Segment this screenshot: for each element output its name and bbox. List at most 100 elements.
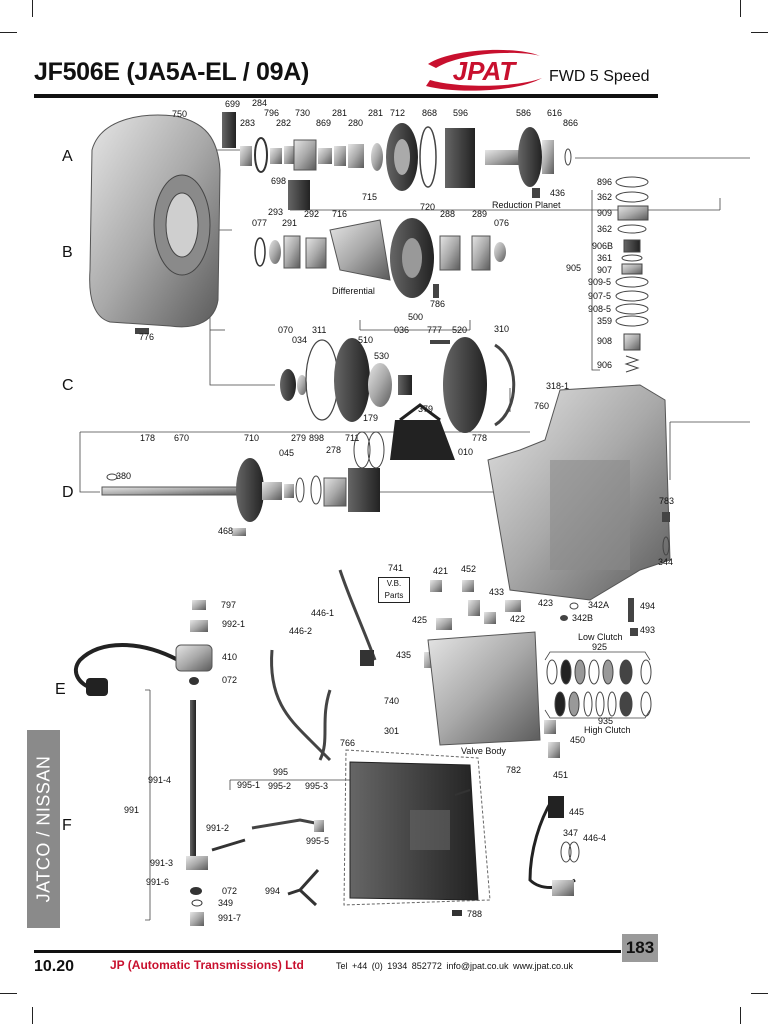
valve-body	[427, 631, 541, 746]
page-number: 183	[622, 934, 658, 962]
row-letter-a: A	[62, 148, 73, 165]
part-number: 909-5	[588, 277, 612, 287]
part-number: 284	[252, 98, 268, 108]
part-number: 908	[597, 336, 613, 346]
part-number: 786	[430, 299, 446, 309]
part-number: 293	[268, 207, 284, 217]
part-number: 766	[340, 738, 356, 748]
part-number: 730	[295, 108, 311, 118]
part-number: 520	[452, 325, 468, 335]
part-number: 711	[345, 433, 360, 443]
part-number: 995-2	[268, 781, 292, 791]
row-letter-c: C	[62, 377, 74, 394]
part-number: 076	[494, 218, 510, 228]
part-number: 347	[563, 828, 579, 838]
part-number: 991	[124, 805, 140, 815]
part-number: 866	[563, 118, 579, 128]
part-number: 410	[222, 652, 238, 662]
part-number: 435	[396, 650, 412, 660]
part-number: 898	[309, 433, 325, 443]
part-number: 906B	[592, 241, 614, 251]
part-number: 796	[264, 108, 280, 118]
part-number: 750	[172, 109, 188, 119]
vb-parts-line2: Parts	[384, 591, 404, 600]
part-number: 446-1	[311, 608, 335, 618]
part-number: 281	[332, 108, 348, 118]
row-letter-e: E	[55, 681, 66, 698]
part-number: 179	[363, 413, 379, 423]
crop-mark	[740, 1007, 741, 1024]
part-number: 446-4	[583, 833, 607, 843]
part-number: 995-5	[306, 836, 330, 846]
part-number: 510	[358, 335, 374, 345]
part-number: 310	[494, 324, 510, 334]
part-number: 281	[368, 108, 384, 118]
part-number: 995-1	[237, 780, 261, 790]
caption-reduction-planet: Reduction Planet	[492, 200, 561, 210]
crop-mark	[740, 0, 741, 17]
part-number: 451	[553, 770, 569, 780]
part-number: 896	[597, 177, 613, 187]
part-number: 868	[422, 108, 438, 118]
part-number: 421	[433, 566, 449, 576]
part-number: 788	[467, 909, 483, 919]
row-letter-f: F	[62, 817, 72, 834]
part-number: 741	[388, 563, 404, 573]
company-name: JP (Automatic Transmissions) Ltd	[110, 958, 304, 972]
part-number: 280	[348, 118, 364, 128]
section-number: 10.20	[34, 958, 75, 975]
part-number: 991-4	[148, 775, 172, 785]
part-number: 072	[222, 886, 238, 896]
part-number: 010	[458, 447, 474, 457]
part-number: 077	[252, 218, 268, 228]
part-number: 925	[592, 642, 608, 652]
crop-mark	[32, 0, 33, 17]
part-number: 995-3	[305, 781, 329, 791]
part-number: 452	[461, 564, 477, 574]
part-number: 530	[374, 351, 390, 361]
page-title: JF506E (JA5A-EL / 09A)	[34, 58, 309, 86]
part-number: 716	[332, 209, 348, 219]
row-letter-b: B	[62, 244, 73, 261]
contact-info: Tel +44 (0) 1934 852772 info@jpat.co.uk …	[336, 961, 574, 971]
part-number: 344	[658, 557, 674, 567]
part-number: 908-5	[588, 304, 612, 314]
title-rule	[34, 94, 658, 98]
part-number: 991-6	[146, 877, 170, 887]
caption-valve-body: Valve Body	[461, 746, 506, 756]
part-number: 318-1	[546, 381, 570, 391]
caption-low-clutch: Low Clutch	[578, 632, 623, 642]
part-number: 423	[538, 598, 554, 608]
part-number: 783	[659, 496, 675, 506]
part-number: 777	[427, 325, 443, 335]
part-number: 994	[265, 886, 281, 896]
part-number: 494	[640, 601, 656, 611]
part-number: 907	[597, 265, 613, 275]
part-number: 362	[597, 192, 613, 202]
part-number: 288	[440, 209, 456, 219]
part-number: 301	[384, 726, 400, 736]
part-number: 720	[420, 202, 436, 212]
caption-differential: Differential	[332, 286, 375, 296]
part-number: 995	[273, 767, 289, 777]
jpat-logo: JPAT	[426, 49, 542, 91]
crop-mark	[32, 1007, 33, 1024]
part-number: 289	[472, 209, 488, 219]
part-number: 292	[304, 209, 320, 219]
part-number: 450	[570, 735, 586, 745]
part-number: 070	[278, 325, 294, 335]
row-letter-d: D	[62, 484, 74, 501]
part-number: 178	[140, 433, 156, 443]
footer-rule	[34, 950, 621, 953]
vb-parts-line1: V.B.	[386, 579, 402, 588]
part-number: 279	[291, 433, 307, 443]
part-number: 596	[453, 108, 469, 118]
part-number: 909	[597, 208, 613, 218]
part-number: 422	[510, 614, 526, 624]
crop-mark	[751, 32, 768, 33]
part-number: 869	[316, 118, 332, 128]
part-number: 760	[534, 401, 550, 411]
part-number: 278	[326, 445, 342, 455]
part-number: 359	[597, 316, 613, 326]
page-subtitle: FWD 5 Speed	[549, 68, 650, 85]
